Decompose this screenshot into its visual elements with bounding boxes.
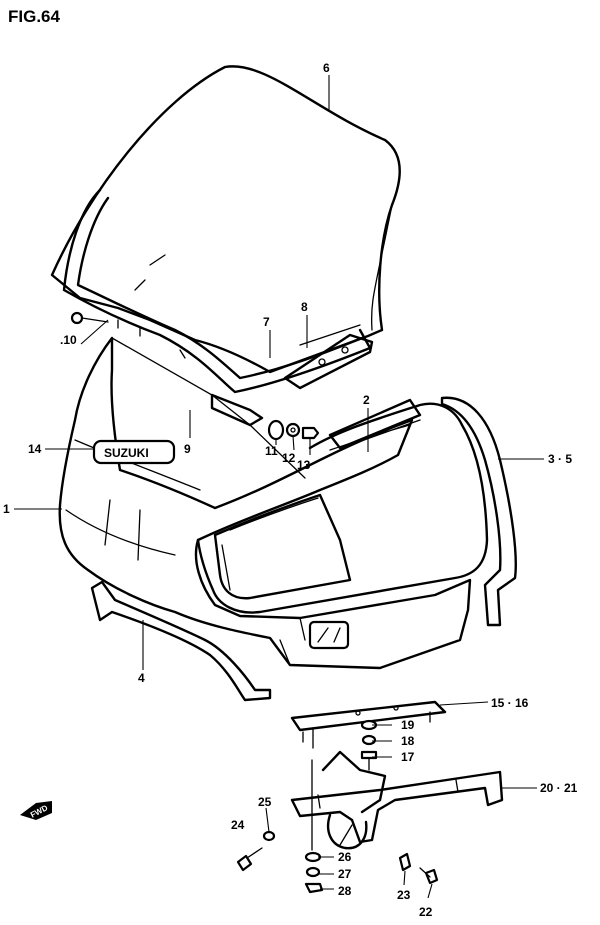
callout-8: 8 [301, 300, 308, 314]
callout-22: 22 [419, 905, 433, 919]
callout-15-16: 15 · 16 [491, 696, 529, 710]
brace-strip-part [210, 393, 264, 427]
headlight-frame-part [196, 398, 489, 650]
callout-24: 24 [231, 818, 245, 832]
small-hardware-set [236, 830, 439, 894]
grommet-part [70, 311, 109, 325]
callout-3-5: 3 · 5 [548, 452, 572, 466]
fwd-arrow-icon: FWD [20, 801, 52, 820]
stay-bracket-part [290, 750, 504, 851]
edge-trim-part [440, 396, 517, 627]
callout-18: 18 [401, 734, 415, 748]
callout-4: 4 [138, 671, 145, 685]
callout-28: 28 [338, 884, 352, 898]
trim-strip-part [283, 333, 374, 390]
suzuki-emblem: SUZUKI [92, 439, 176, 465]
windscreen-seal-part [62, 188, 372, 394]
emblem-text: SUZUKI [104, 446, 149, 460]
callout-26: 26 [338, 850, 352, 864]
callout-6: 6 [323, 61, 330, 75]
callout-labels: 6 7 8 .10 9 11 12 13 2 3 · 5 14 1 4 15 ·… [3, 61, 578, 919]
fastener-set-part [267, 419, 320, 441]
callout-2: 2 [363, 393, 370, 407]
callout-19: 19 [401, 718, 415, 732]
callout-25: 25 [258, 795, 272, 809]
callout-1: 1 [3, 502, 10, 516]
mount-plate-part [290, 700, 447, 749]
callout-17: 17 [401, 750, 415, 764]
callout-14: 14 [28, 442, 42, 456]
bolt-and-washer-stack [360, 719, 378, 771]
callout-20-21: 20 · 21 [540, 781, 578, 795]
callout-9: 9 [184, 442, 191, 456]
windscreen-part [50, 65, 401, 374]
upper-fairing-part [58, 336, 472, 670]
callout-12: 12 [282, 451, 296, 465]
callout-23: 23 [397, 888, 411, 902]
callout-10: .10 [60, 333, 77, 347]
leader-lines [14, 75, 544, 899]
callout-11: 11 [265, 444, 278, 458]
figure-title: FIG.64 [8, 7, 61, 26]
callout-27: 27 [338, 867, 352, 881]
callout-7: 7 [263, 315, 270, 329]
lower-bracket-part [90, 580, 272, 702]
callout-13: 13 [297, 458, 311, 472]
